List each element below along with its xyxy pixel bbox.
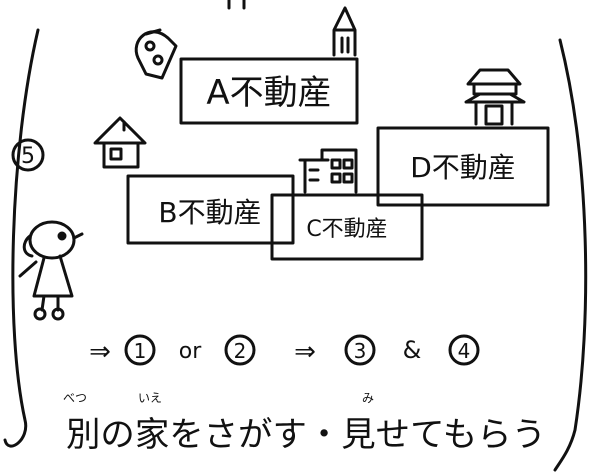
agency-box-c [270,193,424,261]
agency-box-a [179,57,359,125]
agency-d-label: D不動産 [410,151,516,184]
agency-box-d [376,126,550,207]
or-text: or [179,339,202,364]
step-number: 5 [21,144,35,169]
left-border-arc [3,28,40,448]
pagoda-icon [464,68,526,126]
person-icon [18,220,84,321]
step-circle [11,138,45,172]
option-4-circle [448,334,480,366]
option-3-circle [344,334,376,366]
apartment-icon [298,148,358,194]
option-1: 1 [134,339,147,363]
house-icon [134,28,178,80]
caption-main: 別の家をさがす・見せてもらう [66,415,546,455]
flow-arrow-2: ⇒ [294,337,316,367]
agency-b-label: B不動産 [158,196,261,229]
option-2: 2 [234,339,247,363]
flow-arrow-1: ⇒ [89,337,111,367]
option-1-circle [124,334,156,366]
ruby-betsu: べつ [63,391,87,405]
right-border-arc [553,38,588,472]
option-2-circle [224,334,256,366]
ruby-mi: み [362,391,374,405]
option-4: 4 [458,339,471,363]
and-text: & [403,336,422,364]
ruby-ie: いえ [138,391,162,405]
church-icon [227,0,357,57]
agency-c-label: C不動産 [306,217,387,242]
option-3: 3 [354,339,367,363]
agency-box-b [126,174,295,245]
agency-a-label: A不動産 [206,73,331,113]
small-house-icon [93,116,147,169]
